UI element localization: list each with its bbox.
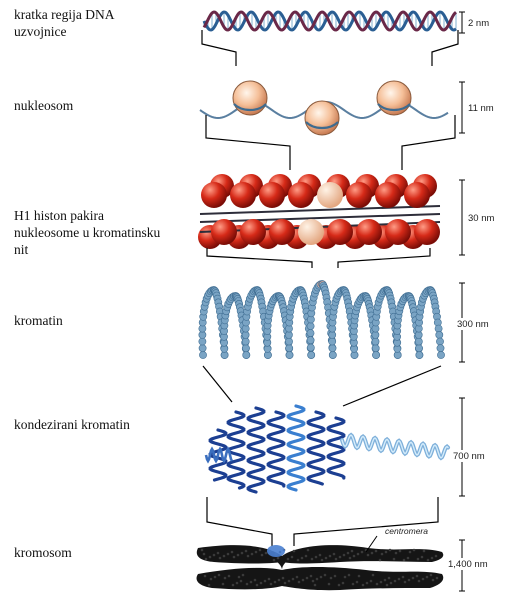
centromere-spot <box>267 545 285 557</box>
label-30nm-fiber: H1 histon pakira nukleosome u kromatinsk… <box>14 207 160 258</box>
size-scale <box>459 12 465 591</box>
connector-lines-5 <box>207 497 438 546</box>
connector-lines-1 <box>202 30 458 66</box>
chromatin-loops <box>199 280 445 358</box>
label-condensed-chromatin: kondezirani kromatin <box>14 416 130 433</box>
centromere-label: centromera <box>385 526 428 536</box>
label-chromosome: kromosom <box>14 544 72 561</box>
size-1400nm: 1,400 nm <box>448 559 488 570</box>
size-700nm: 700 nm <box>453 451 485 462</box>
size-11nm: 11 nm <box>468 103 494 114</box>
connector-lines-4 <box>203 366 441 406</box>
condensed-chromatin <box>206 406 448 492</box>
size-2nm: 2 nm <box>468 18 489 29</box>
size-30nm: 30 nm <box>468 213 494 224</box>
size-300nm: 300 nm <box>457 319 489 330</box>
size-labels: 2 nm 11 nm 30 nm 300 nm 700 nm 1,400 nm <box>446 17 504 570</box>
label-dna-helix: kratka regija DNA uzvojnice <box>14 6 114 40</box>
dna-helix <box>204 12 456 30</box>
chromosome: centromera <box>197 526 444 590</box>
nucleosome-strand <box>200 81 448 135</box>
label-nucleosome: nukleosom <box>14 97 73 114</box>
fiber-30nm <box>198 174 440 249</box>
connector-lines-3 <box>207 248 430 268</box>
label-chromatin: kromatin <box>14 312 63 329</box>
